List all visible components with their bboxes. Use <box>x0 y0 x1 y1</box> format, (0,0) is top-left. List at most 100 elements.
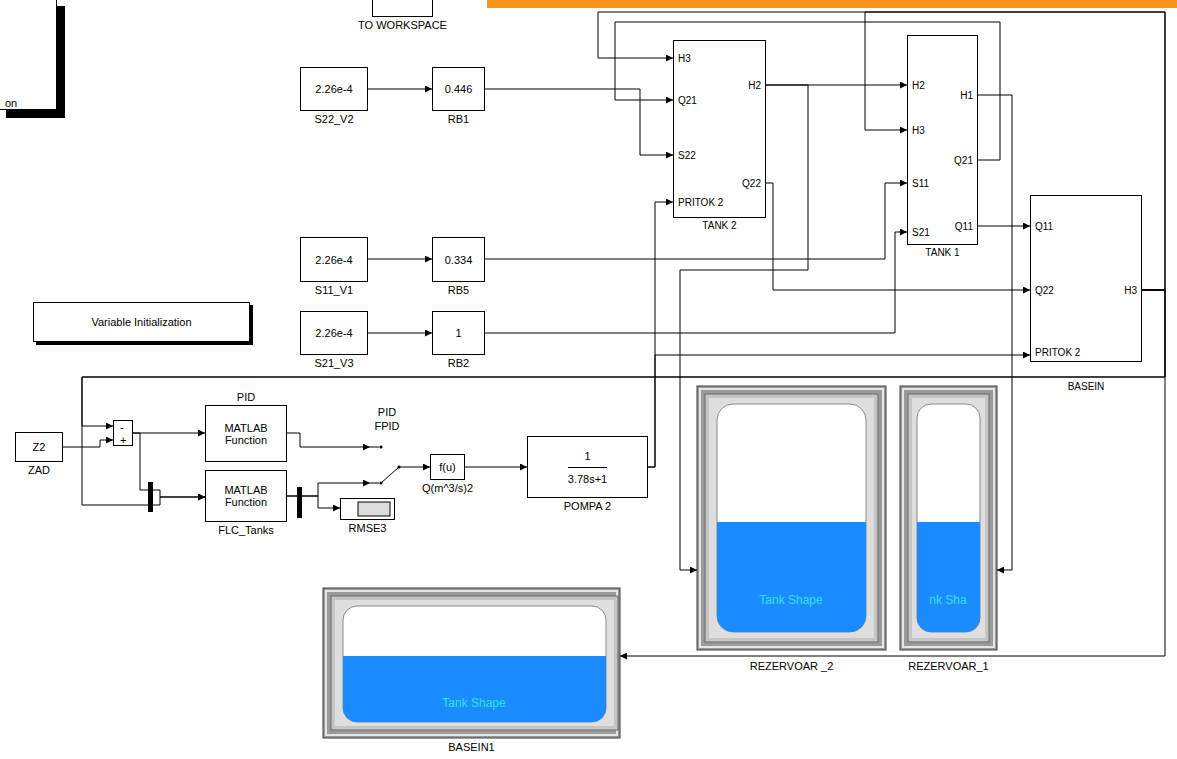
block-name: RMSE3 <box>349 522 387 534</box>
block-name: RB5 <box>448 284 469 296</box>
highlight-bar <box>487 0 1177 8</box>
signal-line <box>465 467 527 468</box>
tank-panel <box>323 588 620 738</box>
port-label: FPID <box>374 420 399 432</box>
transfer-function-block: 13.78s+1POMPA 2 <box>527 436 648 498</box>
block-name: RB1 <box>448 113 469 125</box>
block-text: 1 <box>455 327 461 339</box>
block-name: BASEIN1 <box>448 741 494 753</box>
panel-inner <box>908 394 989 642</box>
block-body: 2.26e-4 <box>301 68 367 110</box>
port-label: S21 <box>912 227 930 239</box>
block-content: 0.446 <box>445 83 473 95</box>
block-text: MATLAB Function <box>209 484 283 508</box>
block-text: 2.26e-4 <box>315 83 352 95</box>
block-name: RB2 <box>448 357 469 369</box>
block-name: S11_V1 <box>315 284 353 296</box>
panel-bevel <box>326 591 617 735</box>
signal-line <box>368 89 432 90</box>
block-body: 0.334 <box>433 238 484 281</box>
block-text: 0.446 <box>445 83 473 95</box>
port-label: Q22 <box>742 178 761 190</box>
port-label: Q11 <box>955 221 973 233</box>
signal-line <box>287 483 370 496</box>
port-label: Q21 <box>678 95 697 107</box>
tank-subsystem: H3Q21S22PRITOK 2H2Q22TANK 2 <box>673 40 766 218</box>
scope-screen <box>358 502 390 516</box>
block-body: MATLAB Function <box>206 406 286 461</box>
port-label: H2 <box>912 80 925 92</box>
block-body: 1 <box>433 312 484 354</box>
port-label: Q21 <box>954 155 973 167</box>
port-label: - <box>120 421 124 433</box>
port-label: PRITOK 2 <box>1035 347 1080 359</box>
gain-block: 0.334RB5 <box>432 237 485 282</box>
port-label: PRITOK 2 <box>678 197 723 209</box>
port-label: H3 <box>678 53 691 65</box>
block-text: Z2 <box>33 441 46 453</box>
block-name: PID <box>237 391 255 403</box>
tank-body <box>917 404 980 632</box>
block-content: f(u) <box>439 461 456 473</box>
signal-line <box>404 467 430 468</box>
block-name: Q(m^3/s)2 <box>422 482 473 494</box>
block-text: MATLAB Function <box>209 422 283 446</box>
panel-frame <box>323 588 620 738</box>
port-label: S22 <box>678 150 696 162</box>
fraction-bar <box>568 467 607 468</box>
constant-block: 2.26e-4S21_V3 <box>300 311 368 355</box>
constant-block: 2.26e-4S22_V2 <box>300 67 368 111</box>
basin-subsystem: Q11Q22PRITOK 2H3BASEIN <box>1030 195 1142 362</box>
block-body: Variable Initialization <box>34 303 249 341</box>
block-text: f(u) <box>439 461 456 473</box>
block-name: BASEIN <box>1068 381 1105 393</box>
subsystem-block: on <box>0 0 57 110</box>
switch-contact <box>379 481 382 484</box>
block-text: Variable Initialization <box>91 316 191 328</box>
block-body: 0.446 <box>433 68 484 110</box>
tank-body <box>343 606 606 722</box>
sum-block: -+ <box>113 420 133 446</box>
port-label: on <box>5 97 17 109</box>
block-name: S21_V3 <box>314 357 353 369</box>
block-text: 2.26e-4 <box>315 254 352 266</box>
block-body: MATLAB Function <box>206 471 286 521</box>
mux-bar <box>148 482 153 512</box>
tank-gauge: nk ShaREZERVOAR_1 <box>900 386 997 650</box>
block-name: REZERVOAR _2 <box>750 660 834 672</box>
signal-line <box>63 440 113 447</box>
port-label: PID <box>378 406 396 418</box>
tank-panel <box>900 386 997 650</box>
scope-block: RMSE3 <box>340 498 395 520</box>
panel-inner <box>705 394 878 642</box>
signal-line <box>648 202 673 467</box>
block-body: f(u) <box>431 455 464 479</box>
block-content: 13.78s+1 <box>568 450 607 485</box>
signal-line <box>766 183 1030 290</box>
block-text: 1 <box>568 450 607 462</box>
tank-water <box>917 522 980 632</box>
block-body: 2.26e-4 <box>301 238 367 281</box>
block-content: 2.26e-4 <box>315 254 352 266</box>
block-name: TO WORKSPACE <box>358 19 447 31</box>
port-label: + <box>120 434 126 446</box>
panel-frame <box>697 386 886 650</box>
fcn-block: f(u)Q(m^3/s)2 <box>430 454 465 480</box>
signal-line <box>485 232 907 333</box>
tank-gauge: Tank ShapeREZERVOAR _2 <box>697 386 886 650</box>
manual-switch: PIDFPID <box>370 438 404 492</box>
tank-body <box>717 404 866 632</box>
port-label: H3 <box>1124 285 1137 297</box>
block-name: FLC_Tanks <box>218 524 274 536</box>
port-label: Tank Shape <box>442 697 505 709</box>
signal-line <box>287 433 370 447</box>
block-content: MATLAB Function <box>209 422 283 446</box>
port-label: H2 <box>748 80 761 92</box>
block-content: 2.26e-4 <box>315 327 352 339</box>
panel-ground <box>912 398 985 638</box>
panel-frame <box>900 386 997 650</box>
tank-gauge: Tank ShapeBASEIN1 <box>323 588 620 738</box>
signal-line <box>368 333 432 334</box>
block-content: 0.334 <box>445 254 473 266</box>
